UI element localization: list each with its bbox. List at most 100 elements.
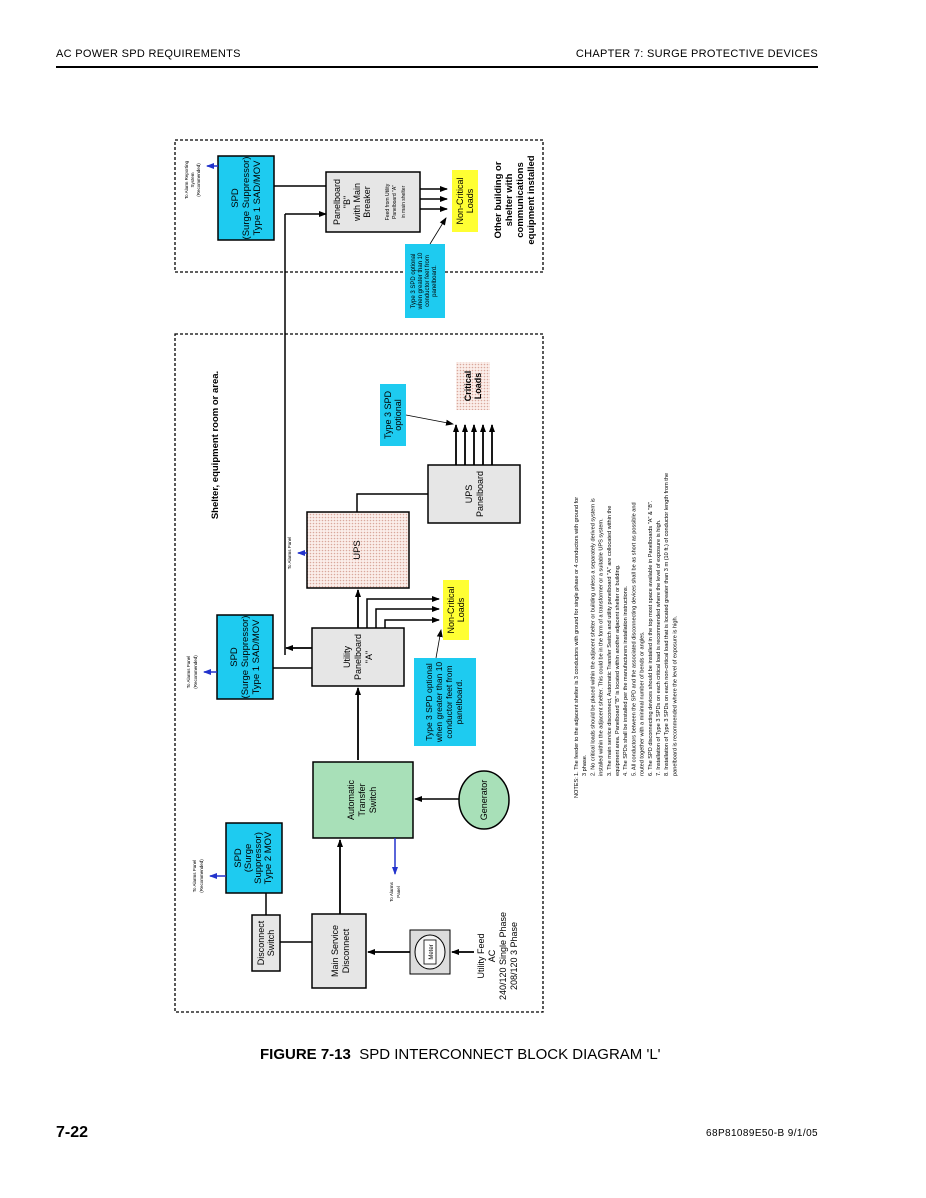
wire-a-load-3 bbox=[384, 617, 440, 628]
svg-text:Type 1 SAD/MOV: Type 1 SAD/MOV bbox=[252, 160, 263, 236]
svg-text:Switch: Switch bbox=[368, 787, 378, 814]
type3-spd-note-b-label: Type 3 SPD optional when greater than 10… bbox=[411, 252, 438, 310]
svg-text:when greater than 10: when greater than 10 bbox=[418, 252, 424, 310]
noncritical-loads-a-label: Non-Critical Loads bbox=[446, 586, 466, 633]
ups-alarm-label: To Alarms Panel bbox=[287, 537, 292, 570]
ups bbox=[306, 511, 410, 589]
main-service-disconnect-label: Main Service Disconnect bbox=[330, 925, 351, 977]
note-line: 2. No critical loads should be placed wi… bbox=[590, 498, 596, 776]
building-b-label: Other building or shelter with communica… bbox=[493, 155, 537, 244]
svg-text:panelboard.: panelboard. bbox=[454, 680, 464, 725]
svg-text:System: System bbox=[190, 172, 195, 187]
svg-text:communications: communications bbox=[515, 162, 526, 238]
disconnect-switch-label: Disconnect Switch bbox=[256, 920, 276, 965]
shelter-boundary bbox=[174, 333, 544, 1013]
svg-text:Breaker: Breaker bbox=[362, 186, 372, 218]
wire-a-load-1 bbox=[366, 596, 440, 628]
svg-text:Disconnect: Disconnect bbox=[256, 920, 266, 965]
svg-text:Type 3 SPD optional: Type 3 SPD optional bbox=[411, 254, 417, 309]
notes: NOTES: 1. The feeder to the adjacent she… bbox=[574, 473, 678, 798]
svg-text:208/120 3 Phase: 208/120 3 Phase bbox=[509, 922, 519, 990]
note-line: panelboard is recommended where the leve… bbox=[672, 615, 678, 776]
type3-noncritical-pointer bbox=[435, 629, 443, 659]
ats-label: Automatic Transfer Switch bbox=[346, 779, 378, 820]
type3-critical-pointer bbox=[405, 414, 454, 426]
ats-alarm-label: To Alarms Panel bbox=[389, 881, 401, 902]
document-id: 68P81089E50-B 9/1/05 bbox=[706, 1128, 818, 1139]
svg-text:(Recommended): (Recommended) bbox=[199, 859, 204, 893]
figure-caption: FIGURE 7-13 SPD INTERCONNECT BLOCK DIAGR… bbox=[260, 1046, 661, 1063]
svg-text:(Recommended): (Recommended) bbox=[196, 163, 201, 197]
utility-panelboard-a-label: Utility Panelboard "A" bbox=[342, 634, 374, 680]
panelboard-b-label: Panelboard "B" with Main Breaker bbox=[332, 179, 372, 225]
svg-text:(Surge: (Surge bbox=[243, 844, 254, 873]
svg-text:SPD: SPD bbox=[233, 848, 244, 868]
spd-building-b-label: SPD (Surge Suppressor) Type 1 SAD/MOV bbox=[230, 157, 263, 240]
running-header-left: AC POWER SPD REQUIREMENTS bbox=[56, 48, 241, 60]
wire-a-load-2 bbox=[375, 606, 440, 628]
spd-type1-shelter bbox=[216, 614, 274, 700]
noncritical-loads-b bbox=[452, 170, 478, 232]
svg-text:Feed from Utility: Feed from Utility bbox=[385, 183, 391, 220]
note-line: 3 phase. bbox=[582, 754, 588, 776]
main-service-disconnect bbox=[311, 913, 367, 989]
critical-loads-label: Critical Loads bbox=[463, 371, 483, 402]
svg-text:Disconnect: Disconnect bbox=[341, 928, 351, 973]
svg-text:(Surge Suppressor): (Surge Suppressor) bbox=[241, 157, 252, 240]
svg-text:To Alarms Panel: To Alarms Panel bbox=[192, 860, 197, 893]
svg-text:SPD: SPD bbox=[229, 647, 240, 667]
svg-text:AC: AC bbox=[487, 949, 497, 962]
note-line: 5. All conductors between the SPD and th… bbox=[631, 502, 637, 776]
svg-text:equipment installed: equipment installed bbox=[526, 155, 537, 244]
svg-text:conductor feet from: conductor feet from bbox=[444, 665, 454, 738]
shelter-label: Shelter, equipment room or area. bbox=[210, 371, 221, 519]
type3-b-pointer bbox=[429, 217, 447, 245]
svg-text:Transfer: Transfer bbox=[357, 783, 367, 816]
svg-text:Panelboard "A": Panelboard "A" bbox=[392, 185, 398, 219]
svg-text:To Alarms: To Alarms bbox=[389, 881, 394, 902]
generator-label: Generator bbox=[479, 780, 489, 821]
note-line: 4. The SPDs shall be installed per the m… bbox=[623, 585, 629, 776]
svg-text:Panelboard: Panelboard bbox=[475, 471, 485, 517]
note-line: installed within the adjacent shelter. T… bbox=[599, 518, 605, 776]
svg-text:"A": "A" bbox=[364, 651, 374, 663]
svg-text:Panelboard: Panelboard bbox=[332, 179, 342, 225]
svg-text:panelboard.: panelboard. bbox=[432, 265, 438, 297]
svg-text:Non-Critical: Non-Critical bbox=[446, 586, 456, 633]
svg-text:Type 3 SPD optional: Type 3 SPD optional bbox=[424, 663, 434, 741]
svg-text:To Alarms Panel: To Alarms Panel bbox=[287, 537, 292, 570]
note-line: 8. Installation of Type 3 SPDs on each n… bbox=[664, 473, 670, 776]
spd-type1-shelter-label: SPD (Surge Suppressor) Type 1 SAD/MOV bbox=[229, 616, 262, 699]
running-header-right: CHAPTER 7: SURGE PROTECTIVE DEVICES bbox=[575, 48, 818, 60]
spd-type2-alarm-label: To Alarms Panel (Recommended) bbox=[192, 859, 204, 893]
generator bbox=[458, 770, 510, 830]
spd-type2 bbox=[225, 822, 283, 894]
utility-feed-label: Utility Feed AC 240/120 Single Phase 208… bbox=[476, 912, 519, 1000]
svg-text:Type 1 SAD/MOV: Type 1 SAD/MOV bbox=[251, 619, 262, 695]
svg-text:(Recommended): (Recommended) bbox=[193, 655, 198, 689]
type3-spd-noncritical bbox=[414, 658, 476, 746]
alarm-label-building-b: To Alarm Reporting System (Recommended) bbox=[184, 160, 201, 199]
svg-text:Switch: Switch bbox=[266, 930, 276, 957]
spd-type2-label: SPD (Surge Suppressor) Type 2 MOV bbox=[233, 831, 274, 884]
svg-text:Shelter, equipment room or are: Shelter, equipment room or area. bbox=[210, 371, 221, 519]
meter-label: Meter bbox=[429, 944, 435, 959]
svg-text:Meter: Meter bbox=[429, 944, 435, 959]
svg-text:optional: optional bbox=[393, 399, 403, 431]
svg-text:Type 2 MOV: Type 2 MOV bbox=[263, 831, 274, 884]
svg-text:Type 3 SPD: Type 3 SPD bbox=[383, 390, 393, 439]
svg-text:Automatic: Automatic bbox=[346, 779, 356, 820]
critical-loads bbox=[456, 362, 490, 410]
svg-text:240/120 Single Phase: 240/120 Single Phase bbox=[498, 912, 508, 1000]
svg-text:"B": "B" bbox=[342, 196, 352, 208]
svg-text:Panel: Panel bbox=[396, 886, 401, 898]
svg-text:Suppressor): Suppressor) bbox=[253, 832, 264, 884]
notes-title: NOTES: bbox=[574, 777, 580, 798]
ups-panelboard-label: UPS Panelboard bbox=[464, 471, 485, 517]
page-number: 7-22 bbox=[56, 1124, 89, 1141]
wire-ups-to-ups-panel bbox=[356, 493, 428, 512]
svg-text:UPS: UPS bbox=[464, 485, 474, 504]
note-line: routed together with a minimal number of… bbox=[640, 631, 646, 776]
automatic-transfer-switch bbox=[312, 761, 414, 839]
ups-panelboard bbox=[427, 464, 521, 524]
